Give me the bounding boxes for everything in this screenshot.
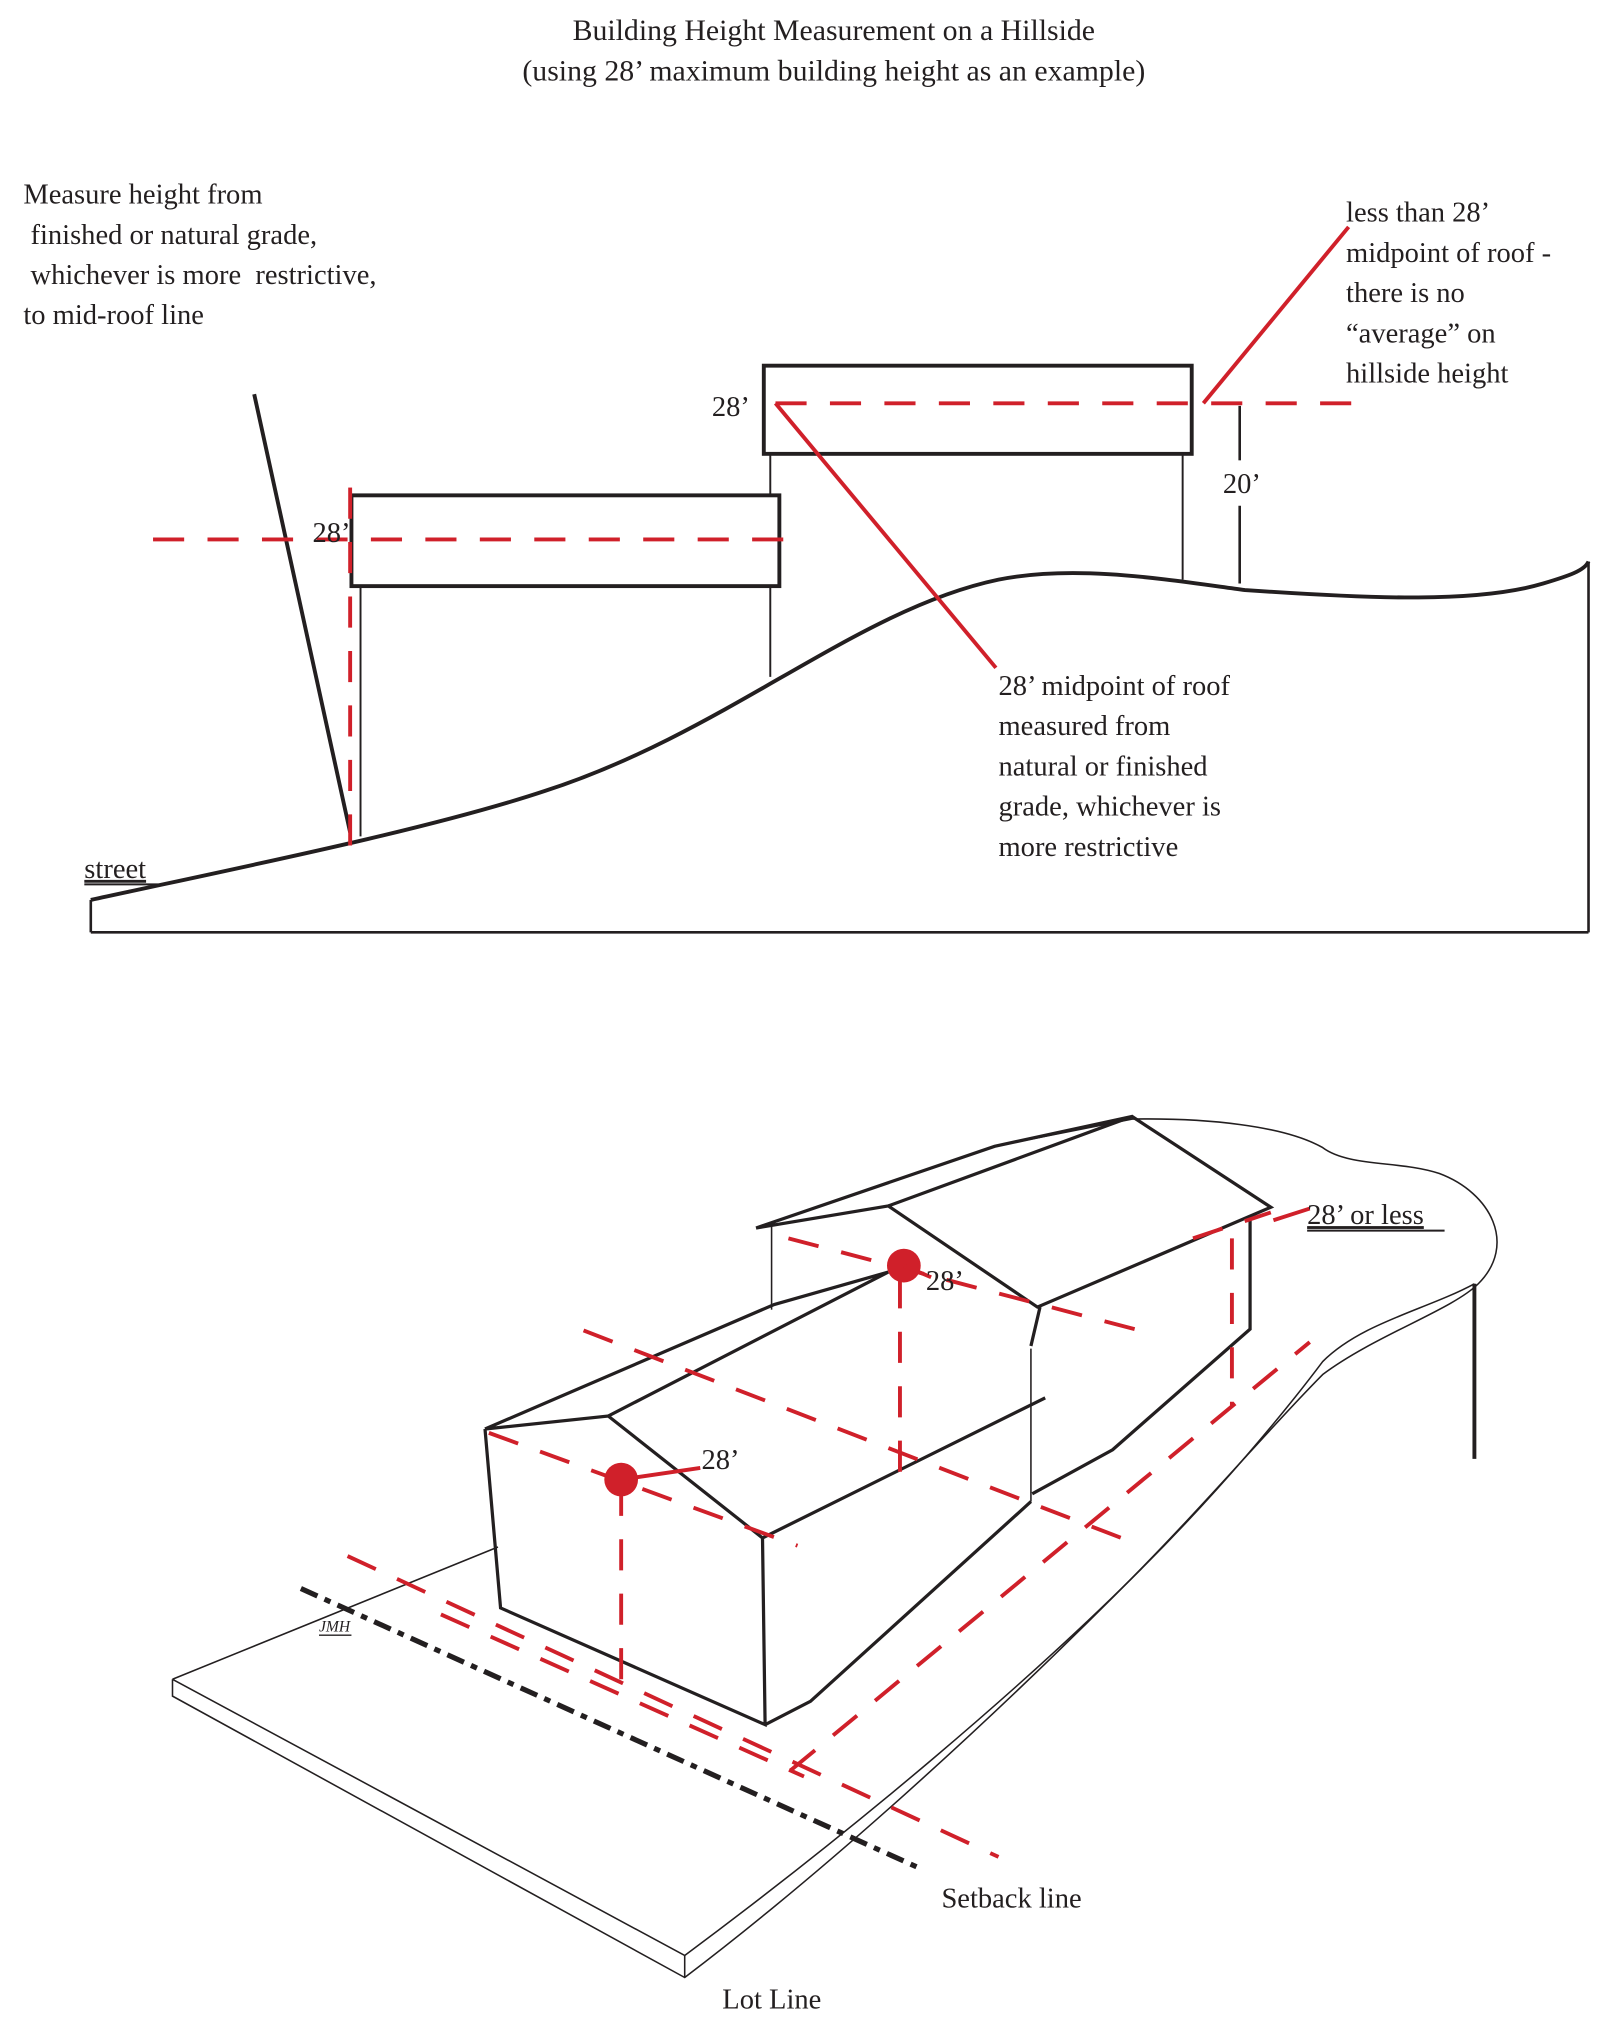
setback-label: Setback line — [941, 1883, 1081, 1914]
note-left-line-3: whichever is more restrictive, — [23, 260, 376, 291]
street-label: street — [84, 854, 146, 885]
upper-28-leader — [903, 1263, 932, 1280]
section-elevation: Measure height from finished or natural … — [23, 180, 1591, 934]
note-middle-line-2: measured from — [999, 711, 1171, 742]
note-middle-line-5: more restrictive — [999, 832, 1179, 863]
lower-28-label: 28’ — [313, 518, 351, 549]
note-right-line-5: hillside height — [1346, 359, 1508, 390]
upper-building-roof — [761, 363, 1194, 456]
upper-28-label: 28’ — [926, 1266, 964, 1297]
section-isometric: 28’ 28’ 28’ or less Setback line Lot Lin… — [171, 1114, 1498, 2016]
28-or-less-label: 28’ or less — [1307, 1200, 1424, 1231]
lot-line-label: Lot Line — [722, 1985, 821, 2016]
leader-middle-note — [773, 402, 998, 670]
note-middle-line-4: grade, whichever is — [999, 792, 1221, 823]
front-setback-projection — [346, 1554, 1000, 1859]
lower-house-body — [483, 1270, 1046, 1728]
upper-house-body — [755, 1114, 1275, 1496]
note-left-line-4: to mid-roof line — [23, 300, 204, 331]
upper-28-label: 28’ — [712, 392, 750, 423]
note-right-line-4: “average” on — [1346, 318, 1496, 349]
lot-edge-front — [172, 1678, 686, 1978]
upper-roof-midline — [787, 1236, 1136, 1332]
title-line-2: (using 28’ maximum building height as an… — [522, 54, 1145, 87]
note-middle-line-1: 28’ midpoint of roof — [999, 671, 1231, 702]
lower-28-leader — [620, 1465, 701, 1482]
note-middle-line-3: natural or finished — [999, 751, 1208, 782]
lower-28-label: 28’ — [702, 1445, 740, 1476]
signature: JMH — [319, 1618, 351, 1635]
leader-right-note — [1201, 225, 1351, 405]
note-right-line-3: there is no — [1346, 278, 1465, 309]
note-left-line-1: Measure height from — [23, 180, 262, 211]
lower-ridge-projection — [488, 1431, 799, 1548]
note-right-line-1: less than 28’ — [1346, 198, 1490, 229]
28-or-less-leader — [1272, 1206, 1311, 1223]
setback-line — [299, 1586, 925, 1873]
lot-edge-slope — [684, 1283, 1475, 1957]
title-line-1: Building Height Measurement on a Hillsid… — [573, 14, 1095, 47]
footprint-side — [789, 1340, 1311, 1772]
dimension-20-label: 20’ — [1223, 469, 1261, 500]
footprint-front — [440, 1612, 805, 1779]
natural-grade-slope-line — [252, 393, 353, 833]
lot-outline — [171, 1118, 1498, 1979]
upper-roof-midpoint — [886, 1248, 921, 1283]
lower-roof-midline — [582, 1328, 1136, 1545]
note-left-line-2: finished or natural grade, — [23, 220, 317, 251]
hillside-grade — [90, 560, 1591, 902]
upper-side-projection — [1192, 1210, 1272, 1241]
note-right-line-2: midpoint of roof - — [1346, 238, 1551, 269]
